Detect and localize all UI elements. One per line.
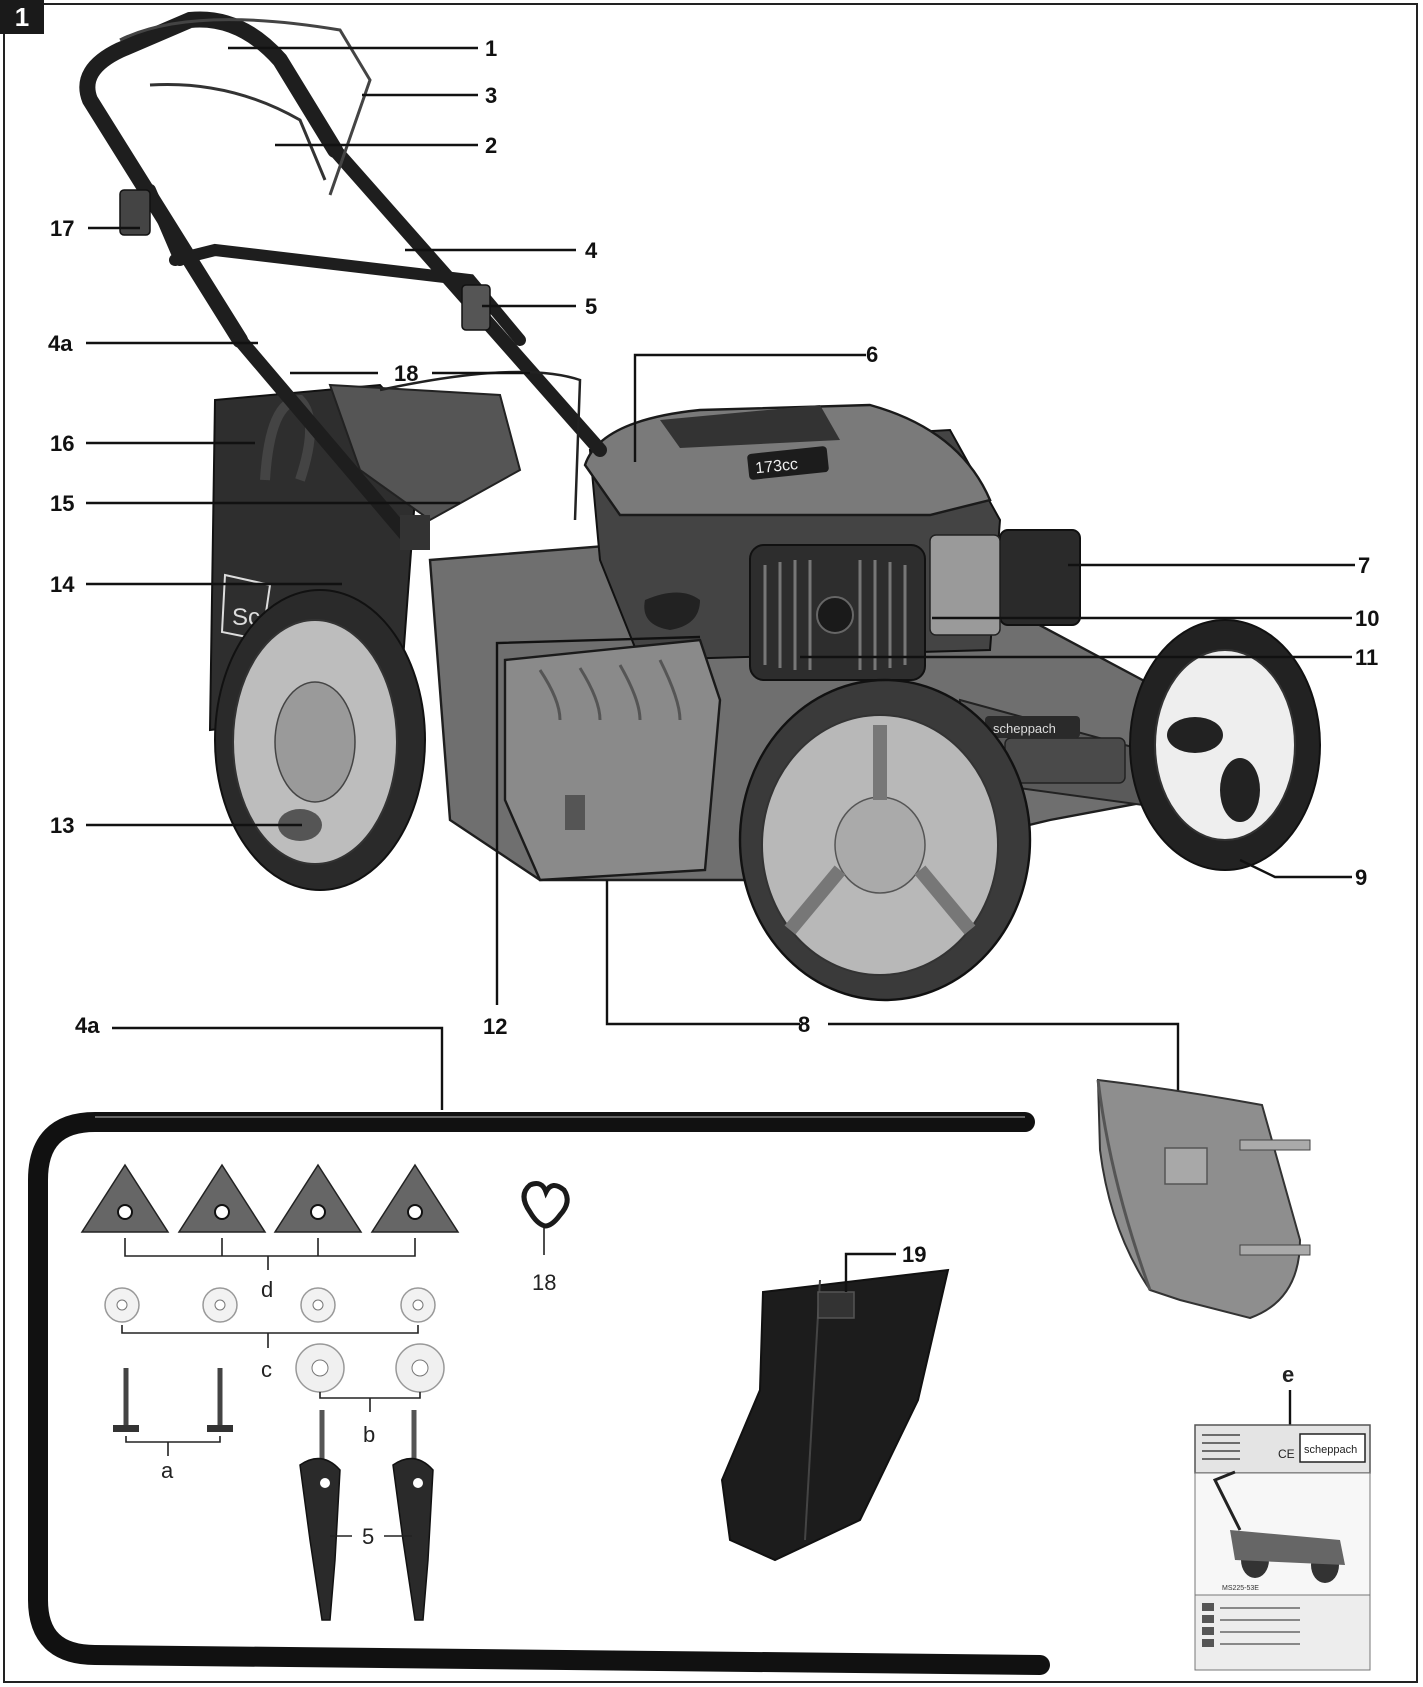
cable-clip-part: 18 (521, 1181, 570, 1295)
label-washers-b: b (363, 1422, 375, 1447)
leader-12 (495, 635, 701, 1005)
callout-15: 15 (50, 491, 74, 516)
bolts-part: a (113, 1368, 233, 1483)
label-washers-c: c (261, 1357, 272, 1382)
deck-brand-label: scheppach (993, 721, 1056, 736)
label-bolts-a: a (161, 1458, 174, 1483)
operating-manual-part: e CE scheppach MS225-53E (1194, 1362, 1371, 1671)
callout-10: 10 (1355, 606, 1379, 631)
callout-4: 4 (585, 238, 598, 263)
lower-handle-part: 4a (28, 1013, 1050, 1675)
callout-9: 9 (1355, 865, 1367, 890)
callout-3: 3 (485, 83, 497, 108)
mulch-insert-part: 19 (720, 1242, 950, 1562)
leader-6 (633, 353, 866, 462)
callout-16: 16 (50, 431, 74, 456)
leader-handle-4a (112, 1026, 444, 1110)
quick-release-levers-part: 5 (299, 1410, 434, 1621)
manual-model-code: MS225-53E (1222, 1585, 1259, 1592)
label-knobs-d: d (261, 1277, 273, 1302)
callout-2: 2 (485, 133, 497, 158)
label-levers-5: 5 (362, 1524, 374, 1549)
label-manual-e: e (1282, 1362, 1294, 1387)
callout-11: 11 (1355, 645, 1378, 670)
callout-17: 17 (50, 216, 74, 241)
leader-9 (1239, 858, 1352, 879)
callout-12: 12 (483, 1014, 507, 1039)
callout-18: 18 (394, 361, 418, 386)
leader-19 (844, 1252, 896, 1292)
callout-8: 8 (798, 1012, 810, 1037)
callout-14: 14 (50, 572, 75, 597)
label-clip-18: 18 (532, 1270, 556, 1295)
manual-brand-logo: scheppach (1304, 1444, 1357, 1456)
mower-callouts: 1 3 2 17 4 5 4a 18 6 16 15 14 7 10 11 12 (48, 36, 1379, 1135)
figure-number-tab: 1 (0, 0, 44, 34)
callout-4a: 4a (48, 331, 73, 356)
lawn-mower-illustration: Sc scheppach 173cc (79, 11, 1321, 1002)
figure-frame (3, 3, 1418, 1683)
label-flap-19: 19 (902, 1242, 926, 1267)
manual-ce-mark: CE (1278, 1447, 1295, 1461)
leader-8-left (605, 880, 800, 1026)
large-washers-part: b (295, 1343, 445, 1447)
callout-13: 13 (50, 813, 74, 838)
callout-7: 7 (1358, 553, 1370, 578)
engine-capacity-badge: 173cc (755, 456, 799, 477)
label-handle-4a: 4a (75, 1013, 100, 1038)
callout-6: 6 (866, 342, 878, 367)
small-washers-part: c (104, 1287, 436, 1382)
callout-1: 1 (485, 36, 497, 61)
callout-5: 5 (585, 294, 597, 319)
star-knobs-part: d (80, 1163, 460, 1302)
side-discharge-chute-part (1096, 1078, 1311, 1320)
